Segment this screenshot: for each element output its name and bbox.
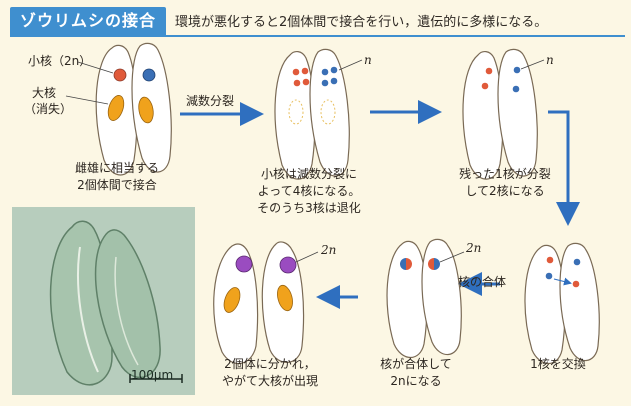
macronucleus-left [107, 95, 125, 121]
caption-line: やがて大核が出現 [221, 374, 318, 388]
micronucleus-blue [142, 68, 156, 82]
diagram-subtitle: 環境が悪化すると2個体間で接合を行い，遺伝的に多様になる。 [175, 15, 548, 30]
caption-step4: 1核を交換 [508, 356, 608, 373]
caption-line: そのうち3核は退化 [257, 201, 361, 215]
label-n-step2: n [364, 53, 372, 67]
step4-cells [524, 242, 600, 365]
caption-line: 雌雄に相当する [74, 161, 159, 175]
caption-line: よって4核になる。 [257, 184, 361, 198]
caption-line: 核が合体して [380, 357, 452, 371]
fused-nucleus-right [428, 258, 440, 270]
step1-cells [65, 42, 172, 176]
new-macronucleus-left [223, 287, 241, 313]
label-n-step3: n [546, 53, 554, 67]
step5-cells [386, 238, 465, 359]
caption-line: 1核を交換 [530, 357, 586, 371]
label-fusion: 核の合体 [458, 275, 507, 289]
label-2n-step5: 2n [466, 241, 482, 255]
caption-step6: 2個体に分かれ， やがて大核が出現 [200, 356, 340, 390]
caption-line: 残った1核が分裂 [459, 167, 551, 181]
arrow-down [548, 110, 580, 226]
step6-cells [213, 241, 319, 364]
scale-bar-label: 100μm [131, 368, 174, 382]
diagram-title: ゾウリムシの接合 [10, 7, 167, 35]
label-micronucleus: 小核（2n） [28, 54, 92, 68]
step3-cells [462, 48, 545, 180]
label-macronucleus: 大核 [32, 86, 57, 100]
micrograph-photo [12, 207, 195, 395]
caption-line: 2個体間で接合 [77, 178, 157, 192]
caption-step1: 雌雄に相当する 2個体間で接合 [62, 160, 172, 194]
caption-step3: 残った1核が分裂 して2核になる [445, 166, 565, 200]
paramecium-micrograph [12, 207, 195, 395]
caption-step5: 核が合体して 2nになる [366, 356, 466, 390]
label-arrow-meiosis: 減数分裂 [186, 94, 235, 108]
nucleus-2n-right [279, 256, 297, 274]
caption-step2: 小核は減数分裂に よって4核になる。 そのうち3核は退化 [244, 166, 374, 217]
label-2n-step6: 2n [321, 243, 337, 257]
new-macronucleus-right [277, 284, 293, 312]
caption-line: 小核は減数分裂に [260, 167, 357, 181]
caption-line: 2nになる [390, 374, 442, 388]
fused-nucleus-left [400, 258, 412, 270]
caption-line: して2核になる [465, 184, 545, 198]
micronucleus-red [113, 68, 127, 82]
macronucleus-right [138, 96, 154, 124]
title-underline [10, 35, 625, 37]
nucleus-2n-left [235, 255, 253, 273]
step2-cells [274, 48, 363, 180]
caption-line: 2個体に分かれ， [224, 357, 316, 371]
label-macronucleus-lost: （消失） [24, 102, 73, 116]
